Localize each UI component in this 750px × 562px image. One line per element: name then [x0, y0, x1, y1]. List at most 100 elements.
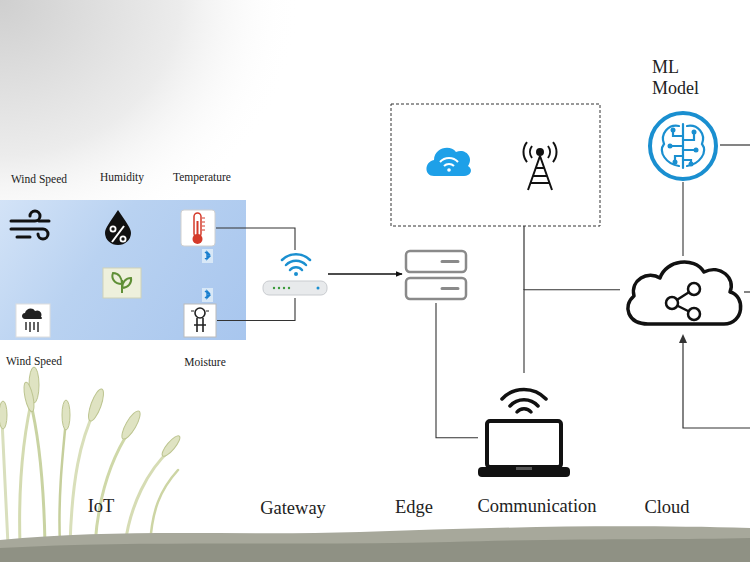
thermometer-icon-part	[194, 213, 201, 237]
arrow-head	[679, 334, 687, 343]
node-label: Humidity	[82, 171, 162, 184]
drop-icon-part	[120, 236, 125, 241]
cloud-icon	[620, 256, 746, 328]
background-art-part	[0, 367, 182, 459]
laptop-icon-part	[517, 409, 531, 412]
laptop-icon-part	[516, 467, 532, 470]
bluetooth-icon-part	[202, 288, 213, 302]
server-icon	[402, 245, 470, 303]
probe-icon	[183, 303, 217, 338]
background-art-part	[0, 526, 750, 562]
router-icon-part	[263, 281, 327, 295]
brain-circuit-icon-part	[689, 162, 694, 167]
dashed-group	[391, 104, 600, 226]
laptop-icon-part	[510, 400, 538, 406]
wind-icon-part	[11, 211, 40, 221]
background-art-part	[29, 367, 39, 403]
brain-circuit-icon-part	[673, 160, 678, 165]
probe-icon-part	[194, 318, 206, 332]
rain-icon-part	[16, 304, 50, 337]
router-icon-part	[317, 287, 320, 290]
brain-circuit-icon-part	[692, 130, 697, 135]
drop-icon-part	[105, 210, 131, 245]
node-label: Wind Speed	[0, 173, 84, 186]
background-art-part	[160, 433, 183, 458]
wind-icon	[8, 210, 52, 245]
thermometer-icon-part	[181, 210, 215, 246]
gateway-router: Gateway	[262, 250, 328, 298]
cloud-wifi-icon-part	[447, 168, 451, 172]
router-icon-part	[283, 287, 285, 289]
background-art-part	[30, 400, 45, 545]
plant-icon-part	[112, 273, 131, 293]
wind-icon-part	[11, 211, 49, 239]
router-icon-part	[286, 261, 306, 265]
temperature-sensor: Temperature	[180, 209, 216, 247]
router-icon-part	[290, 267, 302, 270]
plant-icon-part	[103, 268, 141, 298]
wind-icon-part	[11, 229, 48, 239]
thermometer-icon	[180, 209, 216, 247]
brain-circuit-icon	[646, 110, 720, 182]
drop-icon-part	[110, 226, 115, 231]
background-art-part	[62, 400, 70, 430]
router-icon-part	[294, 272, 298, 276]
background-art-part	[2, 390, 178, 545]
node-label: Moisture	[165, 356, 245, 369]
probe-icon-part	[195, 308, 205, 318]
background-art-part	[20, 390, 34, 545]
connector-line	[216, 228, 295, 250]
rain-icon-part	[22, 309, 42, 319]
background-art-part	[119, 409, 144, 442]
drop-icon	[100, 208, 136, 246]
router-icon-part	[288, 287, 290, 289]
cloud-icon-part	[628, 262, 741, 324]
thermometer-icon-part	[202, 218, 205, 230]
node-label: Edge	[364, 497, 464, 518]
rain-sensor: Wind Speed	[15, 303, 51, 338]
rain-icon	[15, 303, 51, 338]
connector-line	[436, 303, 478, 438]
brain-circuit-icon-part	[662, 124, 704, 168]
ml-model-icon: ML Model	[646, 110, 720, 182]
laptop-icon-part	[487, 421, 561, 467]
wire-part	[744, 291, 750, 292]
iot-panel: IoTWind SpeedHumidityTemperatureWind Spe…	[0, 200, 246, 340]
thermometer-icon-part	[193, 234, 203, 244]
connector-line	[524, 290, 620, 373]
connector-arrow	[328, 273, 402, 275]
cloud-wifi-icon-part	[427, 148, 471, 176]
probe-icon-part	[191, 310, 209, 311]
node-label: Cloud	[617, 497, 717, 518]
node-label: Gateway	[223, 498, 363, 519]
background-art-part	[85, 387, 106, 422]
laptop-icon-part	[478, 467, 570, 477]
router-icon	[262, 250, 328, 298]
tower-icon-part	[528, 156, 552, 190]
node-label: Wind Speed	[0, 355, 79, 368]
background-art-part	[95, 430, 130, 545]
tower-icon-part	[523, 142, 556, 162]
router-icon-part	[282, 254, 310, 260]
tower-icon	[523, 142, 556, 190]
brain-circuit-icon-part	[694, 148, 699, 153]
cloud-icon-part	[688, 283, 700, 295]
background-art-part	[0, 538, 750, 562]
rain-icon-part	[26, 322, 38, 332]
bluetooth-icon-part	[205, 252, 210, 259]
background-art-part	[0, 401, 7, 429]
tower-icon-part	[537, 149, 543, 155]
brain-circuit-icon-part	[650, 113, 716, 179]
laptop-icon	[478, 373, 570, 481]
node-label: IoT	[41, 496, 161, 517]
background-art-part	[150, 470, 178, 545]
cloud-wifi-icon-part	[440, 158, 458, 166]
cloud-wifi-icon	[427, 148, 471, 176]
laptop-icon-part	[502, 389, 546, 399]
wind-sensor: Wind Speed	[8, 210, 52, 245]
node-label: Communication	[452, 496, 622, 517]
bluetooth-icon	[202, 249, 213, 302]
background-art-part	[22, 381, 36, 412]
plant-icon	[103, 268, 141, 298]
